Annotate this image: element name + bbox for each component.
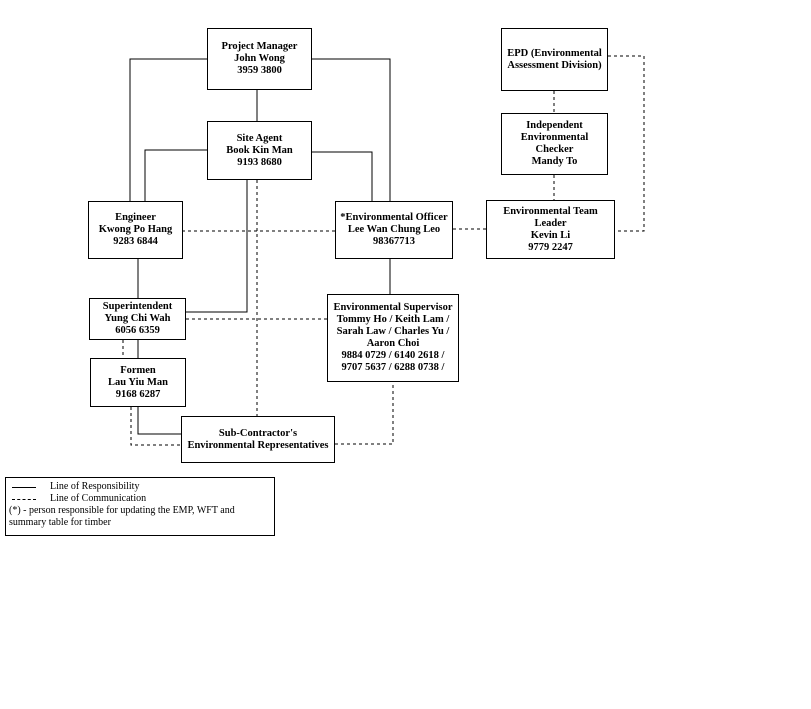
node-name: Mandy To [531,156,578,167]
node-name: Lau Yiu Man [108,376,168,388]
project-manager-box: Project Manager John Wong 3959 3800 [207,28,312,90]
legend-communication-row: Line of Communication [9,493,271,505]
node-name: John Wong [234,53,285,64]
node-title: Engineer [115,212,156,223]
node-phone: 9168 6287 [115,388,161,400]
node-phone: 9779 2247 [528,241,573,253]
node-title: Site Agent [236,132,283,144]
site-agent-box: Site Agent Book Kin Man 9193 8680 [207,121,312,180]
formen-box: Formen Lau Yiu Man 9168 6287 [90,358,186,407]
node-name: Tommy Ho / Keith Lam / [336,314,450,325]
epd-box: EPD (Environmental Assessment Division) [501,28,608,91]
superintendent-box: Superintendent Yung Chi Wah 6056 6359 [89,298,186,340]
node-name: Aaron Choi [366,338,420,349]
node-title: Checker [535,144,574,155]
node-name: Kevin Li [530,229,571,241]
node-title: Environmental Representatives [187,439,329,451]
node-phone: 9884 0729 / 6140 2618 / [341,350,445,361]
communication-line [608,55,645,232]
legend-note: (*) - person responsible for updating th… [9,505,235,528]
node-phone: 6056 6359 [115,325,160,336]
node-title: Sub-Contractor's [218,427,298,439]
node-title: Assessment Division) [507,59,602,71]
node-title: Environmental [520,132,589,143]
responsibility-line [312,58,391,201]
responsibility-line [137,407,181,435]
dashed-line-sample [12,498,36,500]
node-title: *Environmental Officer [340,212,448,223]
legend-communication-label: Line of Communication [50,493,147,504]
node-name: Yung Chi Wah [104,313,171,324]
node-title: EPD (Environmental [507,47,602,59]
node-title: Superintendent [102,301,173,312]
subcontractor-box: Sub-Contractor's Environmental Represent… [181,416,335,463]
node-phone: 9283 6844 [113,236,158,247]
engineer-box: Engineer Kwong Po Hang 9283 6844 [88,201,183,259]
legend: Line of Responsibility Line of Communica… [5,477,275,536]
node-name: Sarah Law / Charles Yu / [336,326,450,337]
legend-responsibility-label: Line of Responsibility [50,481,140,492]
independent-environmental-checker-box: Independent Environmental Checker Mandy … [501,113,608,175]
node-phone: 9707 5637 / 6288 0738 / [341,362,445,373]
environmental-supervisor-box: Environmental Supervisor Tommy Ho / Keit… [327,294,459,382]
node-phone: 98367713 [373,236,415,247]
node-name: Kwong Po Hang [98,224,173,235]
legend-responsibility-row: Line of Responsibility [9,481,271,493]
node-title: Environmental Team [503,205,598,217]
environmental-officer-box: *Environmental Officer Lee Wan Chung Leo… [335,201,453,259]
responsibility-line [129,58,207,201]
communication-line [335,382,394,445]
node-title: Independent [526,120,583,131]
node-title: Formen [120,364,156,376]
node-title: Project Manager [221,41,298,52]
node-phone: 9193 8680 [237,156,282,168]
node-title: Environmental Supervisor [333,302,453,313]
node-name: Book Kin Man [226,144,293,156]
solid-line-sample [12,486,36,488]
responsibility-line [186,180,248,313]
node-name: Lee Wan Chung Leo [347,224,441,235]
node-title: Leader [534,217,567,229]
responsibility-line [144,149,207,201]
environmental-team-leader-box: Environmental Team Leader Kevin Li 9779 … [486,200,615,259]
responsibility-line [312,151,373,201]
communication-line [130,407,181,446]
node-phone: 3959 3800 [237,65,282,76]
